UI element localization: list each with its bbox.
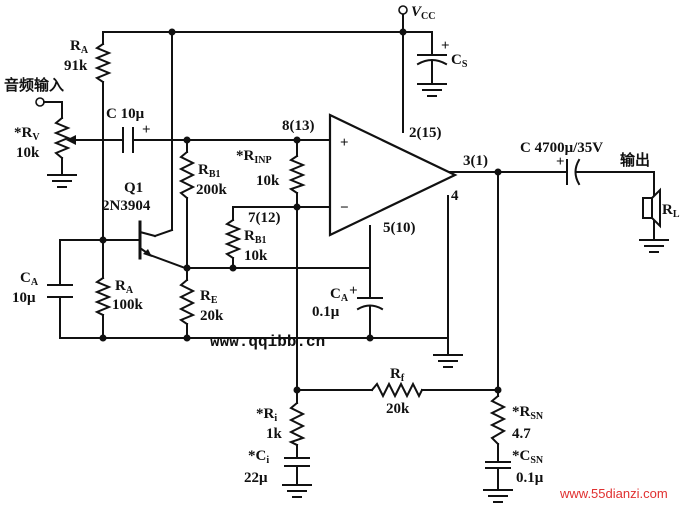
resistor-rb1-top — [178, 150, 196, 200]
rv-label: *RV — [14, 125, 40, 143]
ca-right-value: 0.1μ — [312, 304, 340, 320]
rb1-mid-value: 10k — [244, 248, 268, 264]
resistor-rb1-mid — [224, 218, 242, 260]
c-in-plus: + — [142, 122, 151, 138]
pin-output: 3(1) — [463, 153, 488, 169]
ground-main — [433, 354, 463, 368]
rb1-top-label: RB1 — [198, 162, 221, 180]
ground-rv — [47, 174, 77, 188]
cs-plus: + — [441, 38, 450, 54]
re-label: RE — [200, 288, 218, 306]
cs-label: CS — [451, 52, 468, 70]
rsn-label: *RSN — [512, 404, 544, 422]
wires — [59, 9, 655, 491]
ra-bottom-label: RA — [115, 278, 134, 296]
resistor-ra-bottom — [94, 276, 112, 317]
pin-inverting: 7(12) — [248, 210, 281, 226]
csn-value: 0.1μ — [516, 470, 544, 486]
amp-minus-sign: − — [340, 200, 349, 216]
capacitor-c-in — [122, 127, 134, 153]
resistor-ra-top — [94, 42, 112, 84]
ra-top-value: 91k — [64, 58, 88, 74]
ri-label: *Ri — [256, 406, 277, 424]
ground-cs — [417, 83, 447, 97]
power-amplifier-triangle — [328, 113, 458, 237]
c-out-label: C 4700μ/35V — [520, 140, 603, 156]
ra-bottom-value: 100k — [112, 297, 144, 313]
rv-wiper-arrow — [66, 135, 76, 145]
rinp-value: 10k — [256, 173, 280, 189]
ca-left-label: CA — [20, 270, 39, 288]
resistor-rf — [370, 381, 424, 399]
capacitor-cs — [416, 54, 448, 66]
ca-right-label: CA+ — [330, 283, 358, 304]
q1-name: Q1 — [124, 180, 143, 196]
capacitor-csn — [485, 461, 511, 469]
pin-bypass: 5(10) — [383, 220, 416, 236]
capacitor-ca-right — [356, 297, 384, 311]
pin-noninverting: 8(13) — [282, 118, 315, 134]
ca-left-value: 10μ — [12, 290, 36, 306]
vcc-label: VCC — [411, 4, 435, 22]
rinp-label: *RINP — [236, 148, 272, 166]
capacitor-ci — [284, 457, 310, 467]
ci-label: *Ci — [248, 448, 269, 466]
audio-input-title: 音频输入 — [4, 76, 64, 94]
rf-label: Rf — [390, 366, 405, 384]
rf-value: 20k — [386, 401, 410, 417]
ground-csn — [483, 489, 513, 503]
pin-vcc: 2(15) — [409, 125, 442, 141]
ground-ci — [282, 484, 312, 498]
ri-value: 1k — [266, 426, 283, 442]
watermark-center: www.qqibb.cn — [210, 333, 325, 351]
ci-value: 22μ — [244, 470, 268, 486]
rv-value: 10k — [16, 145, 40, 161]
resistor-ri — [288, 401, 306, 447]
rb1-mid-label: RB1 — [244, 228, 267, 246]
capacitor-c-out — [566, 158, 581, 186]
capacitor-ca-left — [47, 284, 73, 298]
csn-label: *CSN — [512, 448, 544, 466]
c-in-label: C 10μ — [106, 106, 145, 122]
ground-symbols — [47, 83, 669, 503]
ra-top-label: RA — [70, 38, 89, 56]
ground-load — [639, 239, 669, 253]
vcc-terminal — [398, 5, 408, 15]
rl-label: RL — [662, 202, 680, 220]
potentiometer-rv — [53, 116, 71, 160]
amp-plus-sign: + — [340, 135, 349, 151]
speaker-icon — [642, 187, 661, 229]
c-out-plus: + — [556, 154, 565, 170]
rsn-value: 4.7 — [512, 426, 531, 442]
rb1-top-value: 200k — [196, 182, 228, 198]
transistor-q1 — [138, 220, 157, 260]
output-title: 输出 — [620, 151, 650, 169]
watermark-corner: www.55dianzi.com — [559, 486, 668, 501]
resistor-re — [178, 278, 196, 326]
pin-ground: 4 — [451, 188, 459, 204]
resistor-rsn — [489, 394, 507, 446]
input-terminal — [35, 97, 45, 107]
re-value: 20k — [200, 308, 224, 324]
q1-part: 2N3904 — [102, 198, 151, 214]
resistor-rinp — [288, 154, 306, 195]
junction-dots — [99, 28, 502, 394]
